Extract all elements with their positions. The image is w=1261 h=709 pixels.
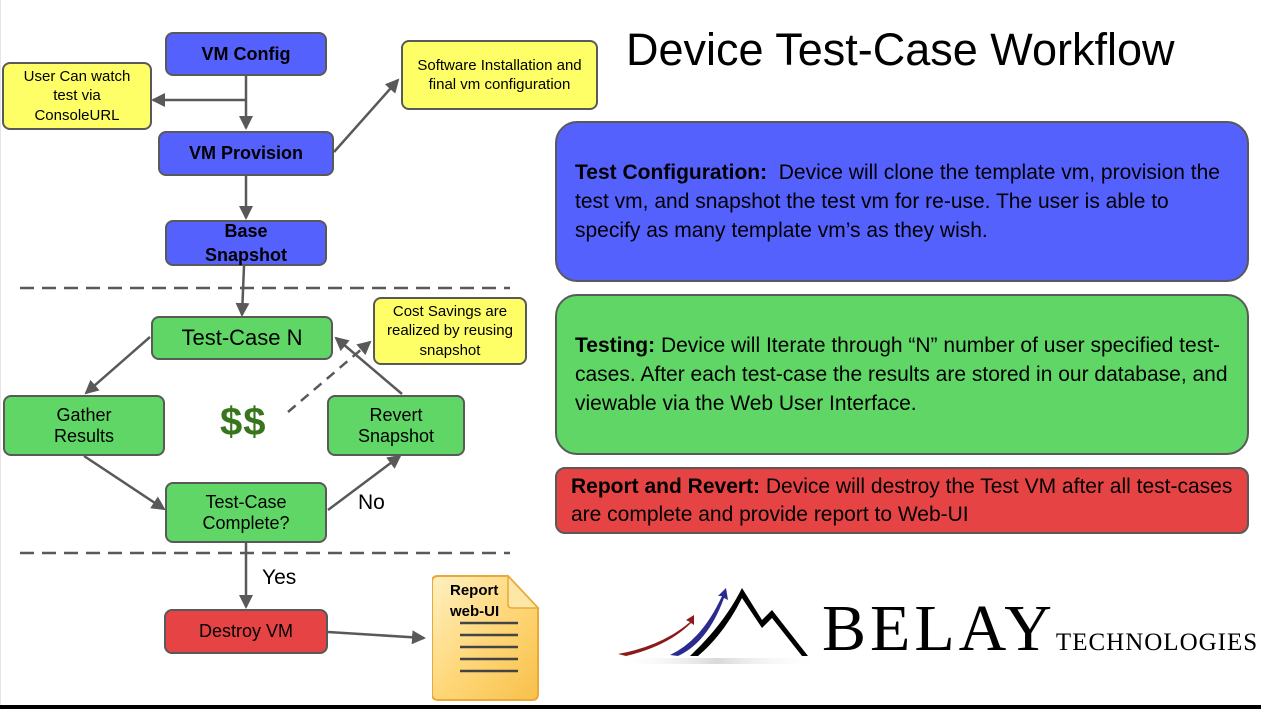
panel-test-configuration-body: Device will clone the template vm, provi… — [575, 161, 1220, 242]
panel-testing-text: Testing: Device will Iterate through “N”… — [575, 331, 1229, 418]
panel-report-and-revert-text: Report and Revert: Device will destroy t… — [571, 473, 1233, 529]
note-software-installation: Software Installation and final vm confi… — [401, 40, 598, 110]
slide-left-edge — [0, 0, 1, 705]
report-document-line-2: web-UI — [450, 603, 500, 620]
arrow-destroy-to-report — [327, 630, 426, 645]
panel-testing-body: Device will Iterate through “N” number o… — [575, 334, 1228, 415]
cost-savings-dollar-icon: $$ — [220, 400, 267, 444]
node-test-case-complete-label: Test-Case Complete? — [202, 491, 290, 533]
note-cost-savings: Cost Savings are realized by reusing sna… — [373, 297, 527, 365]
node-vm-provision-label: VM Provision — [188, 143, 304, 164]
node-base-snapshot-label: Base Snapshot — [205, 221, 288, 265]
mountain-logo-icon — [612, 588, 822, 664]
document-icon-shape — [431, 574, 540, 701]
panel-report-and-revert: Report and Revert: Device will destroy t… — [555, 467, 1249, 534]
panel-test-configuration: Test Configuration: Device will clone th… — [555, 121, 1249, 282]
node-gather-results-label: Gather Results — [53, 404, 115, 446]
node-revert-snapshot-label: Revert Snapshot — [357, 404, 435, 446]
node-test-case-n: Test-Case N — [151, 316, 333, 360]
logo-name: BELAY — [822, 592, 1056, 665]
node-vm-config: VM Config — [165, 32, 327, 76]
arrow-complete-to-revert — [327, 454, 402, 511]
node-vm-config-label: VM Config — [201, 43, 291, 64]
arrow-test-case-to-gather — [84, 336, 151, 395]
node-test-case-complete: Test-Case Complete? — [165, 482, 327, 543]
edge-label-no: No — [358, 491, 385, 514]
arrow-revert-to-test-case — [334, 336, 403, 395]
arrow-provision-to-software-note — [333, 78, 400, 153]
node-destroy-vm: Destroy VM — [164, 609, 328, 654]
company-logo: BELAYTECHNOLOGIES — [612, 582, 1257, 672]
note-console-url: User Can watch test via ConsoleURL — [2, 62, 152, 130]
note-software-installation-text: Software Installation and final vm confi… — [417, 56, 582, 94]
logo-suffix: TECHNOLOGIES — [1055, 629, 1259, 656]
node-base-snapshot: Base Snapshot — [165, 220, 327, 266]
arrow-cost-savings-dashed — [287, 340, 372, 413]
panel-test-configuration-heading: Test Configuration: — [575, 161, 768, 184]
node-destroy-vm-label: Destroy VM — [198, 621, 294, 642]
note-console-url-text: User Can watch test via ConsoleURL — [23, 67, 131, 124]
page-title: Device Test-Case Workflow — [626, 24, 1175, 75]
slide-bottom-border — [0, 705, 1261, 709]
node-test-case-n-label: Test-Case N — [181, 325, 303, 351]
panel-test-configuration-text: Test Configuration: Device will clone th… — [575, 158, 1229, 245]
edge-label-yes: Yes — [262, 566, 297, 589]
node-revert-snapshot: Revert Snapshot — [327, 395, 465, 456]
node-vm-provision: VM Provision — [158, 131, 334, 176]
report-document-label: Report web-UI — [450, 580, 499, 622]
panel-testing-heading: Testing: — [575, 334, 656, 357]
panel-report-and-revert-body: Device will destroy the Test VM after al… — [571, 474, 1233, 526]
node-gather-results: Gather Results — [3, 395, 165, 456]
panel-testing: Testing: Device will Iterate through “N”… — [555, 294, 1249, 455]
arrow-gather-to-complete — [83, 454, 166, 511]
note-cost-savings-text: Cost Savings are realized by reusing sna… — [387, 302, 513, 359]
report-document-line-1: Report — [450, 582, 499, 599]
logo-wordmark: BELAYTECHNOLOGIES — [822, 596, 1258, 662]
arrow-base-snapshot-to-test-case — [235, 265, 250, 317]
report-document-icon: Report web-UI — [431, 574, 540, 702]
panel-report-and-revert-heading: Report and Revert: — [571, 474, 761, 498]
